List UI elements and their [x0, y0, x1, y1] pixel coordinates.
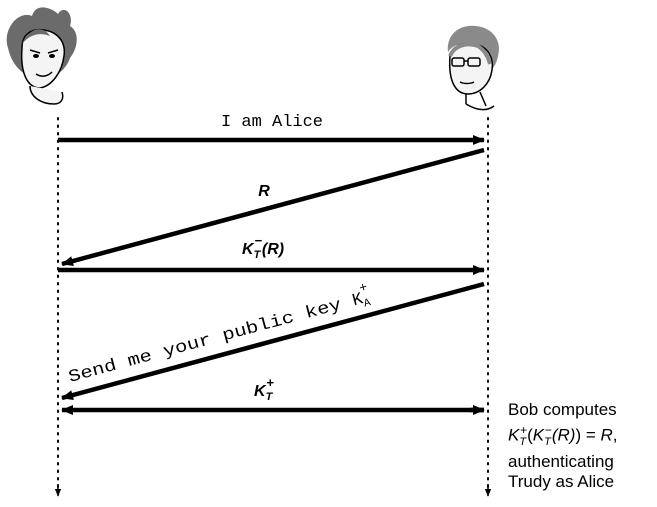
note-line-equation: KT+(KT−(R)) = R, — [508, 420, 656, 452]
message-label-trudy-public-key: KT+ — [254, 375, 274, 403]
message-label-nonce: R — [258, 183, 270, 200]
bob-computation-note: Bob computes KT+(KT−(R)) = R, authentica… — [508, 400, 656, 492]
message-label-request-public-key: Send me your public key — [67, 296, 344, 388]
note-line-authenticating: authenticating — [508, 452, 656, 472]
message-label-key-a: KA+ — [348, 280, 373, 314]
note-line-trudy-as-alice: Trudy as Alice — [508, 472, 656, 492]
trudy-avatar-icon — [7, 7, 77, 104]
message-label-i-am-alice: I am Alice — [221, 113, 323, 132]
note-line-bob-computes: Bob computes — [508, 400, 656, 420]
bob-avatar-icon — [448, 26, 499, 110]
message-label-signed-nonce: KT−(R) — [242, 233, 284, 261]
